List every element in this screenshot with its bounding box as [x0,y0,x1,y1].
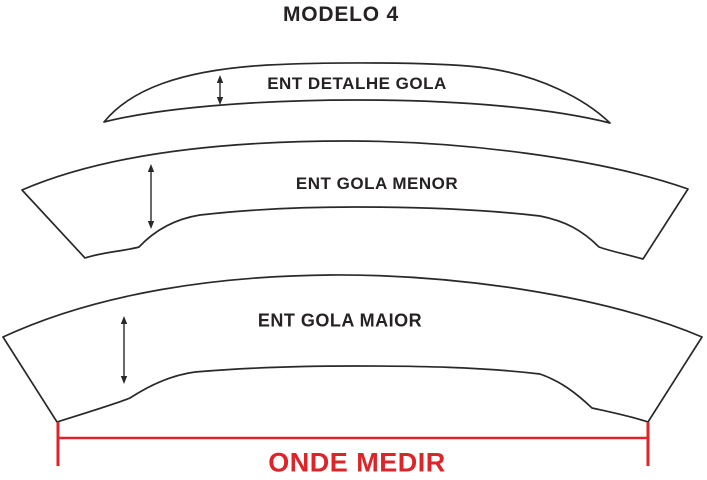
piece-label-gola-maior: ENT GOLA MAIOR [257,310,423,331]
measure-label: ONDE MEDIR [268,447,446,478]
piece-label-detalhe-gola: ENT DETALHE GOLA [267,74,447,93]
page-title: MODELO 4 [282,3,400,26]
measure-bracket [56,422,650,466]
double-arrow-icon [216,75,224,105]
piece-label-gola-menor: ENT GOLA MENOR [295,174,459,193]
gola-menor-outline [21,140,689,260]
detalhe-gola-outline [103,62,611,124]
double-arrow-icon [120,316,128,384]
double-arrow-icon [147,164,155,229]
gola-maior-outline [2,274,703,423]
